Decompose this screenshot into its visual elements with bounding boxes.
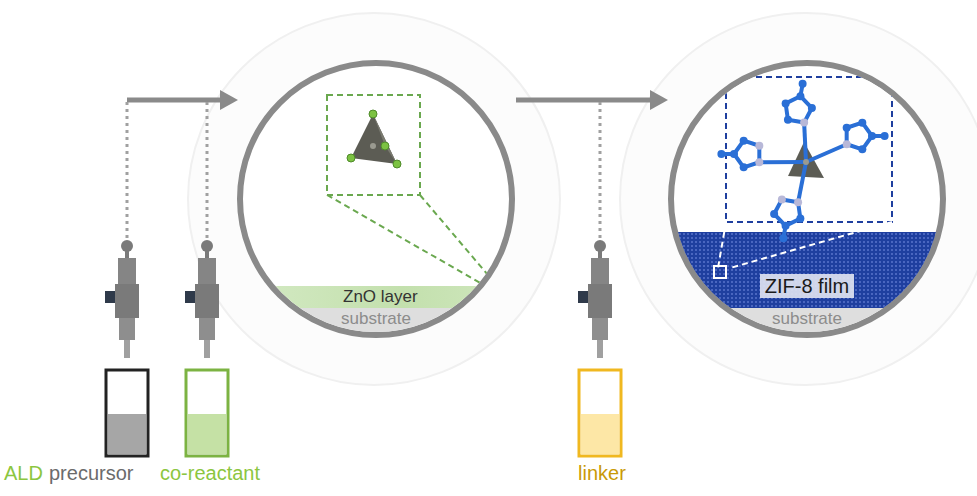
c-atom [858, 119, 866, 127]
leader-line [420, 195, 499, 288]
tetrahedron [351, 114, 397, 164]
valve-body [591, 258, 609, 284]
valve-nozzle [597, 340, 603, 358]
valve-nozzle [124, 340, 130, 358]
c-atom [796, 215, 804, 223]
arrow-head [650, 90, 668, 110]
valve-body [198, 258, 216, 284]
halo [188, 13, 560, 385]
halo [620, 13, 977, 385]
c-atom [740, 163, 748, 171]
o-atom [393, 160, 401, 168]
valve-nozzle [199, 318, 215, 340]
reagent-label: linker [578, 462, 626, 485]
valve-knob [578, 291, 588, 303]
reagent-label: precursor [49, 462, 133, 485]
o-atom [347, 154, 355, 162]
band-label: substrate [772, 310, 842, 329]
bond [798, 162, 806, 202]
c-atom [717, 150, 725, 158]
leader-line [730, 222, 892, 268]
reagent-label: ALD [4, 462, 43, 485]
zno-layer-band: ZnO layer [243, 286, 509, 308]
band-label: ZIF-8 film [760, 274, 854, 298]
o-atom [381, 142, 389, 150]
n-atom [800, 119, 808, 127]
leader-line [327, 195, 489, 288]
c-atom [799, 80, 807, 88]
valve-body [115, 284, 139, 318]
band-label: substrate [341, 310, 411, 329]
reagent-label: co-reactant [160, 462, 260, 485]
zn-atom [370, 143, 376, 149]
c-atom [808, 104, 816, 112]
valve-body [195, 284, 219, 318]
c-atom [784, 116, 792, 124]
n-atom [843, 140, 851, 148]
o-atom [369, 110, 377, 118]
valve-knob [185, 291, 195, 303]
c-atom [770, 210, 778, 218]
tetrahedron [373, 114, 397, 164]
inset-frame [726, 77, 892, 222]
c-atom [730, 150, 738, 158]
leader-line [718, 222, 726, 268]
valve-body [118, 258, 136, 284]
zn-atom [803, 159, 809, 165]
band-label: ZnO layer [343, 288, 418, 307]
vial-group [106, 370, 621, 456]
n-atom [794, 198, 802, 206]
valve-nozzle [592, 318, 608, 340]
c-atom [782, 222, 790, 230]
valve-knob [105, 291, 115, 303]
zoom-marker [489, 286, 500, 297]
c-atom [740, 137, 748, 145]
c-atom [881, 132, 889, 140]
n-atom [755, 158, 763, 166]
zoom-marker [714, 266, 726, 278]
zoom-circle: ZIF-8 film substrate [668, 60, 946, 338]
c-atom [858, 145, 866, 153]
c-atom [782, 99, 790, 107]
bond [804, 123, 806, 162]
c-atom [868, 132, 876, 140]
bond [806, 144, 847, 162]
zoom-circle: ZnO layer substrate [237, 60, 515, 338]
arrow-head [220, 90, 238, 110]
valve-nozzle [119, 318, 135, 340]
c-atom [796, 92, 804, 100]
bond [759, 160, 806, 164]
inset-frame [327, 95, 420, 195]
n-atom [755, 142, 763, 150]
valve-body [588, 284, 612, 318]
valve-nozzle [204, 340, 210, 358]
c-atom [843, 124, 851, 132]
c-atom [779, 234, 787, 242]
n-atom [778, 195, 786, 203]
